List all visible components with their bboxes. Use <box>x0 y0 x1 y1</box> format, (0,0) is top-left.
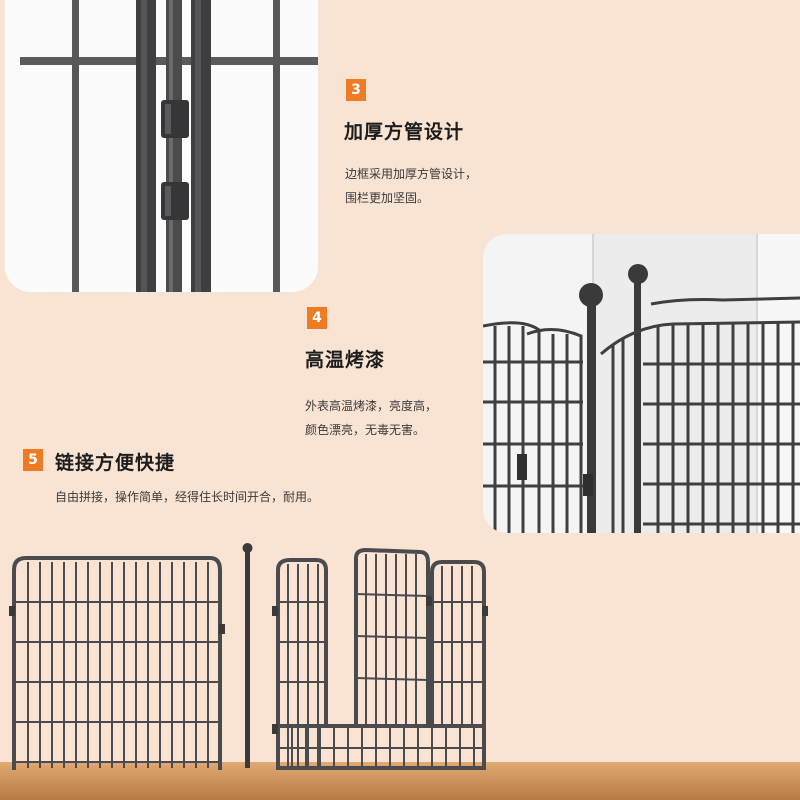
section-3-line-2: 围栏更加坚固。 <box>345 191 430 205</box>
section-4-description: 外表高温烤漆，亮度高， 颜色漂亮，无毒无害。 <box>305 394 437 442</box>
section-4-badge: 4 <box>307 307 327 329</box>
section-3-line-1: 边框采用加厚方管设计， <box>345 167 478 181</box>
painted-fence-photo <box>483 234 800 533</box>
tube-closeup-photo <box>5 0 318 292</box>
section-4-line-1: 外表高温烤漆，亮度高， <box>305 399 438 413</box>
fence-panels-illustration <box>0 536 800 800</box>
section-4-line-2: 颜色漂亮，无毒无害。 <box>305 423 426 437</box>
section-5-title: 链接方便快捷 <box>55 452 176 474</box>
painted-fence-illustration <box>483 234 800 533</box>
tube-closeup-illustration <box>5 0 318 292</box>
section-3-description: 边框采用加厚方管设计， 围栏更加坚固。 <box>345 162 477 210</box>
section-5-line-1: 自由拼接，操作简单，经得住长时间开合，耐用。 <box>55 490 320 504</box>
section-5-description: 自由拼接，操作简单，经得住长时间开合，耐用。 <box>55 485 319 509</box>
fence-panels-photo <box>0 536 800 800</box>
section-3-badge: 3 <box>346 79 366 101</box>
section-4-title: 高温烤漆 <box>305 349 386 371</box>
section-5-badge: 5 <box>23 449 43 471</box>
section-3-title: 加厚方管设计 <box>344 121 465 143</box>
